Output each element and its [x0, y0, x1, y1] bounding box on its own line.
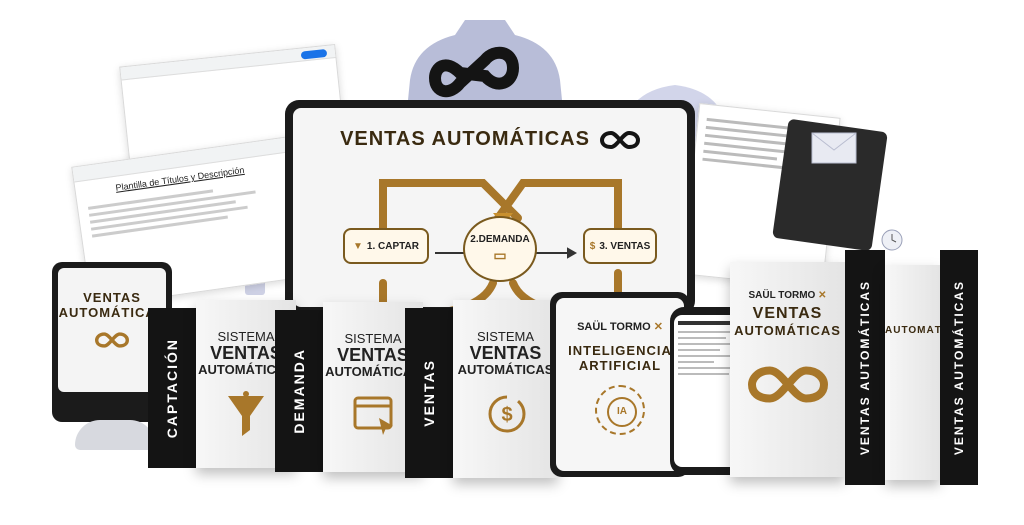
infinity-icon — [599, 130, 640, 149]
box-demanda-line1: SISTEMA — [344, 331, 402, 346]
funnel-icon — [228, 391, 264, 436]
brand-x-icon: ✕ — [653, 321, 663, 333]
dollar-cycle-icon: $ — [488, 395, 526, 433]
step-demanda-label: 2.DEMANDA — [470, 234, 530, 245]
tablet-brand: SAÜL TORMO — [577, 321, 651, 333]
infinity-icon — [94, 332, 130, 348]
box-captacion-side: CAPTACIÓN — [148, 308, 196, 468]
box-captacion-side-label: CAPTACIÓN — [164, 337, 180, 439]
box-ventas-line3: AUTOMÁTICAS — [457, 361, 554, 377]
brand-x-icon: ✕ — [818, 290, 827, 301]
infinity-icon — [748, 366, 828, 403]
big-box-front: SAÜL TORMO ✕ VENTAS AUTOMÁTICAS — [730, 262, 845, 477]
big-box2-front: AUTOMÁTICAS — [885, 265, 940, 480]
box-ventas-line2: VENTAS — [469, 342, 542, 363]
svg-text:$: $ — [501, 404, 512, 426]
step-ventas: $ 3. VENTAS — [583, 228, 657, 264]
left-monitor-title1: VENTAS — [83, 290, 141, 305]
step-demanda: 2.DEMANDA ▭ — [463, 216, 537, 282]
box-demanda-side-label: DEMANDA — [291, 348, 307, 434]
box-demanda-side: DEMANDA — [275, 310, 323, 472]
envelope-icon — [811, 132, 857, 164]
big-box-side-label: VENTAS AUTOMÁTICAS — [858, 279, 872, 456]
clock-icon — [881, 229, 903, 251]
left-monitor-stand — [75, 420, 155, 450]
box-ventas: SISTEMA VENTAS AUTOMÁTICAS $ — [453, 300, 558, 478]
box-ventas-side-label: VENTAS — [421, 359, 437, 427]
browser-small-icon: ▭ — [493, 247, 507, 263]
big-box2-side-label: VENTAS AUTOMÁTICAS — [952, 279, 966, 456]
ai-circuit-icon — [595, 385, 645, 435]
tablet: SAÜL TORMO ✕ INTELIGENCIA ARTIFICIAL IA — [550, 292, 690, 477]
tablet-title1: INTELIGENCIA — [568, 343, 672, 358]
box-captacion-line1: SISTEMA — [217, 329, 275, 344]
big-box-side: VENTAS AUTOMÁTICAS — [845, 250, 885, 485]
box-demanda-line3: AUTOMÁTICAS — [325, 363, 421, 379]
box-captacion-line2: VENTAS — [210, 342, 282, 363]
box-ventas-side: VENTAS — [405, 308, 453, 478]
left-monitor-title2: AUTOMÁTICAS — [58, 305, 166, 320]
big-box-title1: VENTAS — [752, 305, 823, 322]
box-ventas-line1: SISTEMA — [476, 329, 535, 344]
box-demanda-line2: VENTAS — [337, 344, 409, 365]
step-captar-label: 1. CAPTAR — [366, 240, 419, 252]
dollar-small-icon: $ — [589, 240, 596, 252]
main-monitor: VENTAS AUTOMÁTICAS ▼ — [285, 100, 695, 315]
big-box-brand: SAÜL TORMO — [748, 290, 816, 301]
tablet-title2: ARTIFICIAL — [578, 358, 662, 373]
box-captacion-line3: AUTOMÁTICAS — [198, 361, 294, 377]
big-box2-title: AUTOMÁTICAS — [885, 325, 940, 336]
tablet-badge: IA — [607, 397, 637, 427]
big-box-title2: AUTOMÁTICAS — [734, 323, 841, 338]
big-box2-side: VENTAS AUTOMÁTICAS — [940, 250, 978, 485]
hero-title: VENTAS AUTOMÁTICAS — [340, 128, 590, 150]
browser-cursor-icon — [353, 396, 393, 435]
funnel-small-icon: ▼ — [353, 240, 363, 252]
step-ventas-label: 3. VENTAS — [599, 240, 651, 252]
step-captar: ▼ 1. CAPTAR — [343, 228, 429, 264]
